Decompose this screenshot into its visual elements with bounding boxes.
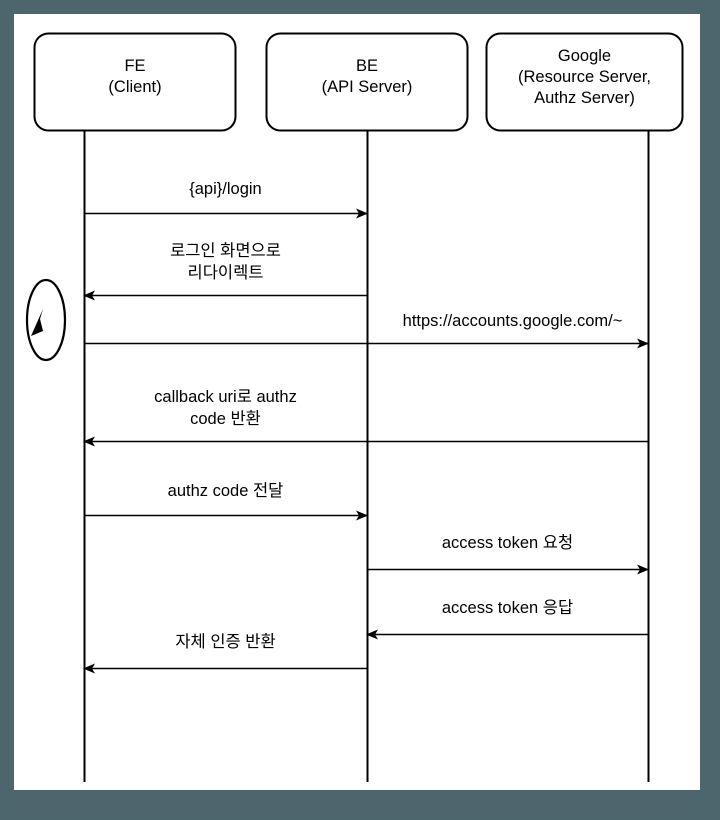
participant-box-be[interactable] [265, 32, 469, 132]
self-loop-ellipse [25, 278, 67, 362]
lifelines [83, 131, 650, 782]
canvas-border [14, 14, 700, 790]
participant-box-google[interactable] [485, 32, 684, 132]
participant-boxes [33, 32, 684, 132]
self-loop-arrowhead [31, 309, 43, 336]
participant-box-fe[interactable] [33, 32, 237, 132]
message-arrows [83, 208, 649, 674]
diagram-canvas [14, 14, 700, 790]
fe-self-loop[interactable] [25, 278, 67, 362]
